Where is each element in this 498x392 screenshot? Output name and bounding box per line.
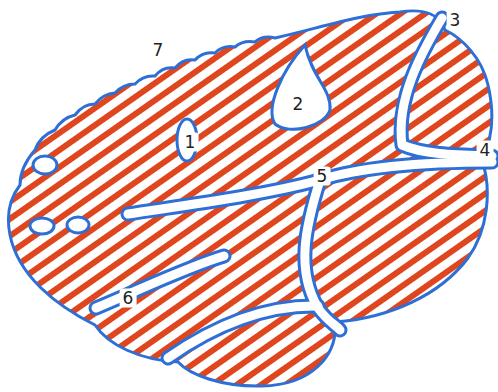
callout-number: 6 <box>120 289 137 308</box>
callout-number: 2 <box>290 95 307 114</box>
callout-number: 7 <box>150 41 167 60</box>
callout-number: 4 <box>477 141 494 160</box>
gap-channels <box>96 18 492 358</box>
holes <box>30 45 330 234</box>
callout-number: 1 <box>182 133 199 152</box>
callout-number: 5 <box>314 167 331 186</box>
callout-number: 3 <box>447 11 464 30</box>
outer-region <box>8 11 491 386</box>
